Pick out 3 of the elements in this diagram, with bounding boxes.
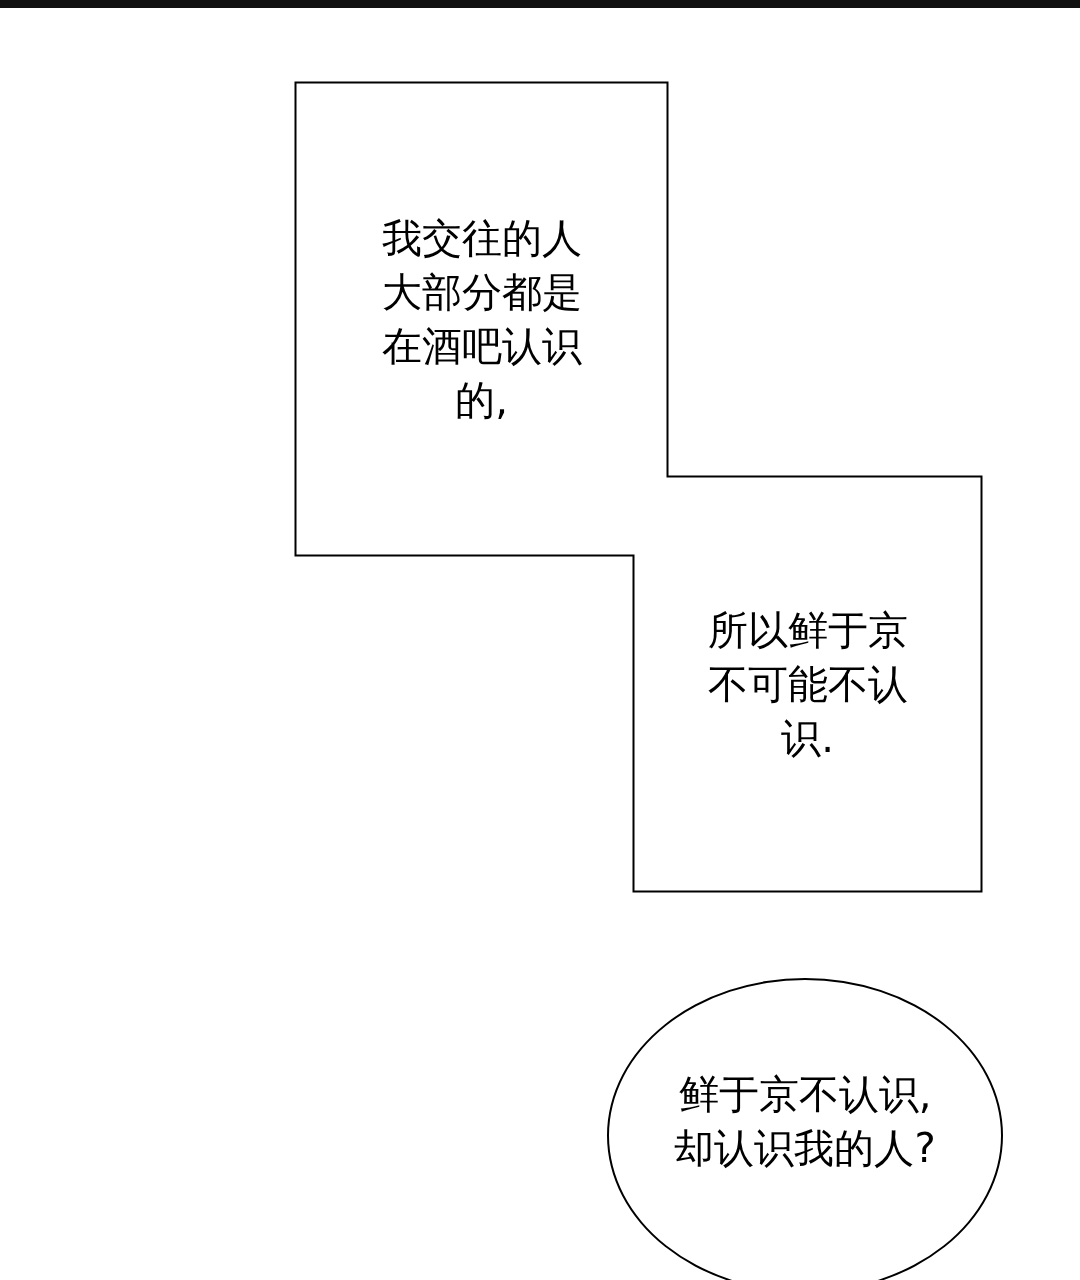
dialogue-text: 我交往的人大部分都是在酒吧认识的, (380, 214, 583, 425)
dialogue-text: 所以鲜于京不可能不认识. (706, 606, 909, 763)
dialogue-text: 鲜于京不认识,却认识我的人? (673, 1069, 937, 1173)
